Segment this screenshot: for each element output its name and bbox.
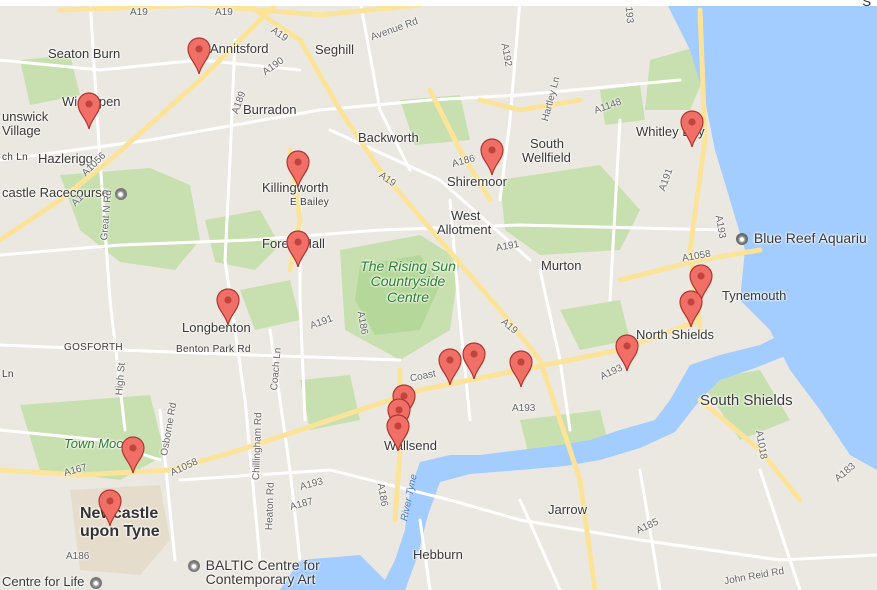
place-label: North Shields <box>636 327 715 342</box>
road-label: Ln <box>2 369 14 380</box>
park-label: Town Moor <box>64 436 128 451</box>
map-marker-icon[interactable] <box>121 436 145 474</box>
map-marker-icon[interactable] <box>615 334 639 372</box>
place-label: Backworth <box>358 130 419 145</box>
map-marker-icon[interactable] <box>509 350 533 388</box>
aquarium-icon: ● <box>736 233 748 246</box>
poi-label: Centre for Life ● <box>2 575 104 589</box>
road-number: A19 <box>130 7 148 18</box>
place-label: Seghill <box>315 42 355 57</box>
science-centre-icon: ● <box>90 576 102 589</box>
area-label: GOSFORTH <box>64 342 123 353</box>
map-marker-icon[interactable] <box>286 230 310 268</box>
top-edge-strip: S <box>0 0 877 9</box>
place-label: Longbenton <box>182 320 251 335</box>
road-number: A19 <box>215 7 233 18</box>
map-marker-icon[interactable] <box>679 290 703 328</box>
road-number: A193 <box>512 403 536 414</box>
place-label: Wellfield <box>522 150 571 165</box>
place-label: Shiremoor <box>447 174 507 189</box>
map-marker-icon[interactable] <box>187 37 211 75</box>
place-label: Murton <box>541 258 582 273</box>
place-label: Annitsford <box>210 41 269 56</box>
racecourse-icon: ● <box>114 187 127 200</box>
road-label: Heaton Rd <box>264 482 277 531</box>
blue-reef-label: Blue Reef Aquariu <box>753 230 867 246</box>
map-marker-icon[interactable] <box>689 264 713 302</box>
place-label: Burradon <box>243 102 297 117</box>
map-marker-icon[interactable] <box>286 150 310 188</box>
road-number: A186 <box>66 551 90 562</box>
place-label: Hebburn <box>413 547 463 562</box>
map-marker-icon[interactable] <box>462 342 486 380</box>
road-number: 193 <box>622 6 636 24</box>
racecourse-label: castle Racecourse <box>2 185 109 200</box>
baltic-label: BALTIC Centre for Contemporary Art <box>205 557 320 587</box>
map-marker-icon[interactable] <box>77 92 101 130</box>
map-marker-icon[interactable] <box>98 489 122 527</box>
road-label: Benton Park Rd <box>176 344 251 355</box>
map-marker-icon[interactable] <box>216 288 240 326</box>
map-marker-icon[interactable] <box>438 348 462 386</box>
map-marker-icon[interactable] <box>680 110 704 148</box>
place-label: Hazlerigg <box>38 151 93 166</box>
map-marker-icon[interactable] <box>480 138 504 176</box>
poi-label: castle Racecourse ● <box>2 186 129 200</box>
place-label: Seaton Burn <box>48 46 121 61</box>
north-sea <box>665 0 877 470</box>
place-label: Tynemouth <box>722 288 787 303</box>
place-label: South <box>530 136 564 151</box>
cut-off-text: S <box>862 0 871 9</box>
river-tyne <box>380 325 877 590</box>
poi-label: ● BALTIC Centre for Contemporary Art <box>186 558 346 586</box>
city-centre-area <box>70 485 170 575</box>
centre-for-life-label: Centre for Life <box>2 574 85 589</box>
place-label: Allotment <box>437 222 492 237</box>
place-label: unswick <box>2 109 49 124</box>
poi-label: ● Blue Reef Aquariu <box>734 230 867 246</box>
map-marker-icon[interactable] <box>386 414 410 452</box>
place-label: Killingworth <box>262 180 329 195</box>
place-label: Jarrow <box>548 502 588 517</box>
park-label: The Rising Sun Countryside Centre <box>360 258 456 305</box>
road-label: ch Ln <box>2 152 28 163</box>
road-label: E Bailey <box>290 197 330 208</box>
place-label: Village <box>2 123 41 138</box>
rising-sun-park <box>355 255 440 335</box>
river-tyne-west <box>280 555 395 590</box>
place-label: South Shields <box>700 392 793 409</box>
gallery-icon: ● <box>188 559 200 572</box>
place-label: West <box>451 208 481 223</box>
city-label: Newcastle upon Tyne <box>80 505 160 540</box>
